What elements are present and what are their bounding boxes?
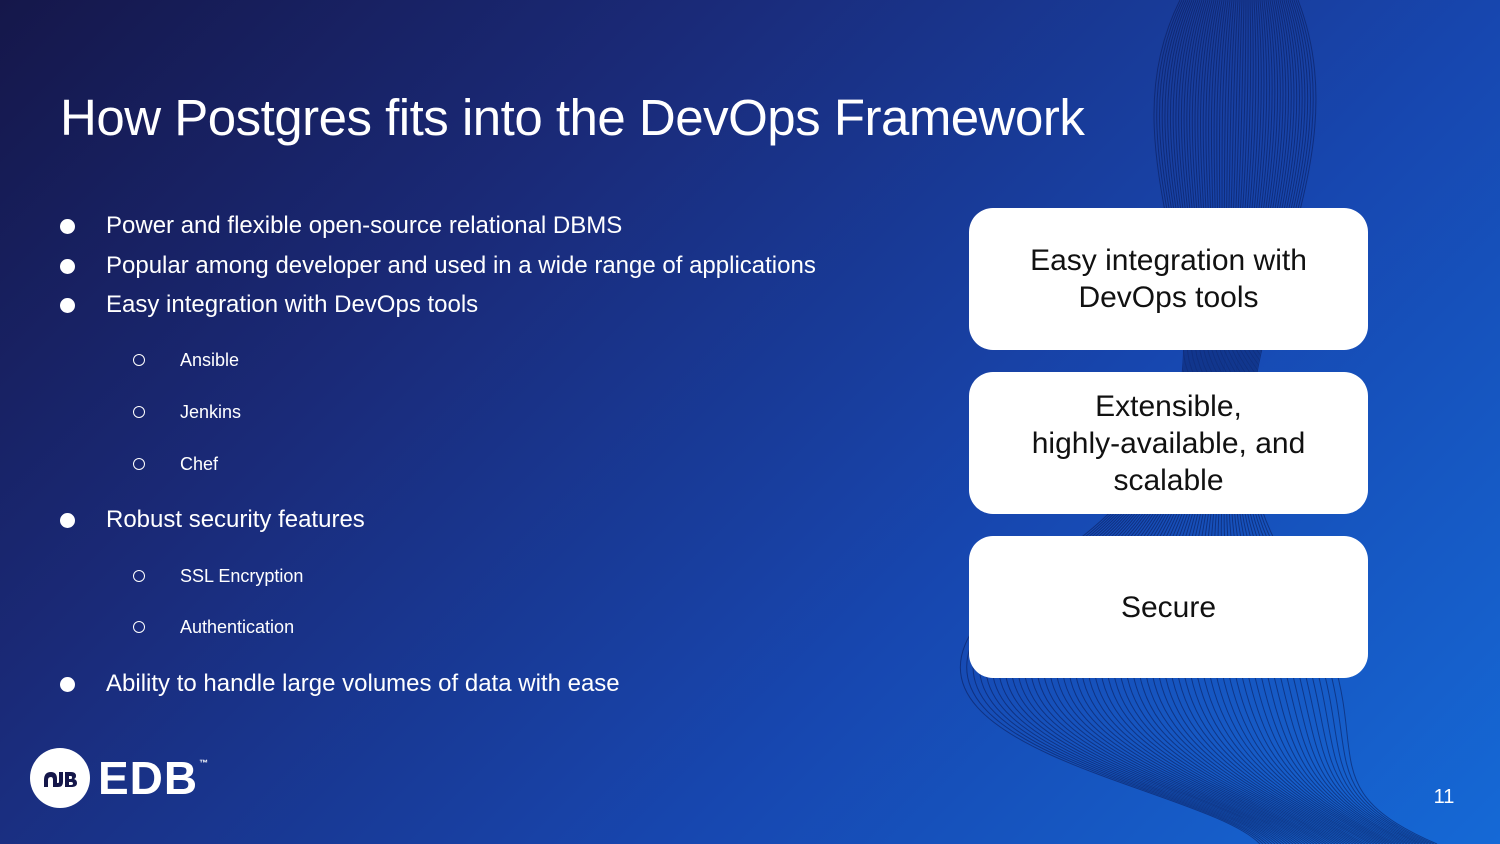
hollow-circle-icon [133,354,145,366]
bullet-item: Easy integration with DevOps tools [58,290,478,320]
sub-bullet-text: SSL Encryption [180,565,304,586]
bullet-text: Power and flexible open-source relationa… [106,212,623,239]
card-line: Easy integration with [1030,244,1307,277]
bullet-dot-icon [60,512,75,528]
feature-card-extensible: Extensible, highly-available, and scalab… [969,372,1368,514]
bullet-item: Robust security features [58,505,365,535]
page-number: 11 [1433,786,1455,808]
sub-bullet-item: Chef [133,452,218,476]
feature-card-integration: Easy integration with DevOps tools [969,208,1368,350]
bullet-dot-icon [60,676,75,692]
hollow-circle-icon [133,458,145,470]
sub-bullet-item: SSL Encryption [133,564,303,588]
hollow-circle-icon [133,406,145,418]
sub-bullet-text: Jenkins [180,401,242,422]
edb-logo: EDB ™ [30,748,208,808]
sub-bullet-item: Ansible [133,348,239,372]
bullet-text: Robust security features [106,506,365,533]
bullet-dot-icon [60,218,75,234]
card-line: Extensible, [1095,389,1242,423]
bullet-item: Popular among developer and used in a wi… [58,251,816,281]
slide-title: How Postgres fits into the DevOps Framew… [60,89,1085,146]
sub-bullet-item: Authentication [133,615,294,639]
card-line: highly-available, and [1031,426,1306,460]
bullet-text: Popular among developer and used in a wi… [106,252,816,279]
trademark-symbol: ™ [199,758,209,768]
hollow-circle-icon [133,621,145,633]
sub-bullet-item: Jenkins [133,400,241,424]
logo-wordmark: EDB [98,752,199,804]
bullet-list: Power and flexible open-source relationa… [58,211,816,699]
bullet-dot-icon [60,297,75,313]
bullet-text: Ability to handle large volumes of data … [106,670,620,697]
sub-bullet-text: Chef [180,453,219,474]
edb-elephant-icon [30,748,90,808]
feature-card-secure: Secure [969,536,1368,678]
bullet-dot-icon [60,258,75,274]
card-text: Extensible, highly-available, and scalab… [1032,388,1306,499]
card-line: DevOps tools [1078,281,1259,314]
bullet-item: Power and flexible open-source relationa… [58,211,622,241]
hollow-circle-icon [133,570,145,582]
card-text: Secure [1120,590,1217,624]
card-line: scalable [1113,463,1224,497]
sub-bullet-text: Authentication [180,616,295,637]
bullet-item: Ability to handle large volumes of data … [58,669,620,699]
card-text: Easy integration with DevOps tools [1030,242,1307,316]
sub-bullet-text: Ansible [180,349,240,370]
bullet-text: Easy integration with DevOps tools [106,291,479,318]
